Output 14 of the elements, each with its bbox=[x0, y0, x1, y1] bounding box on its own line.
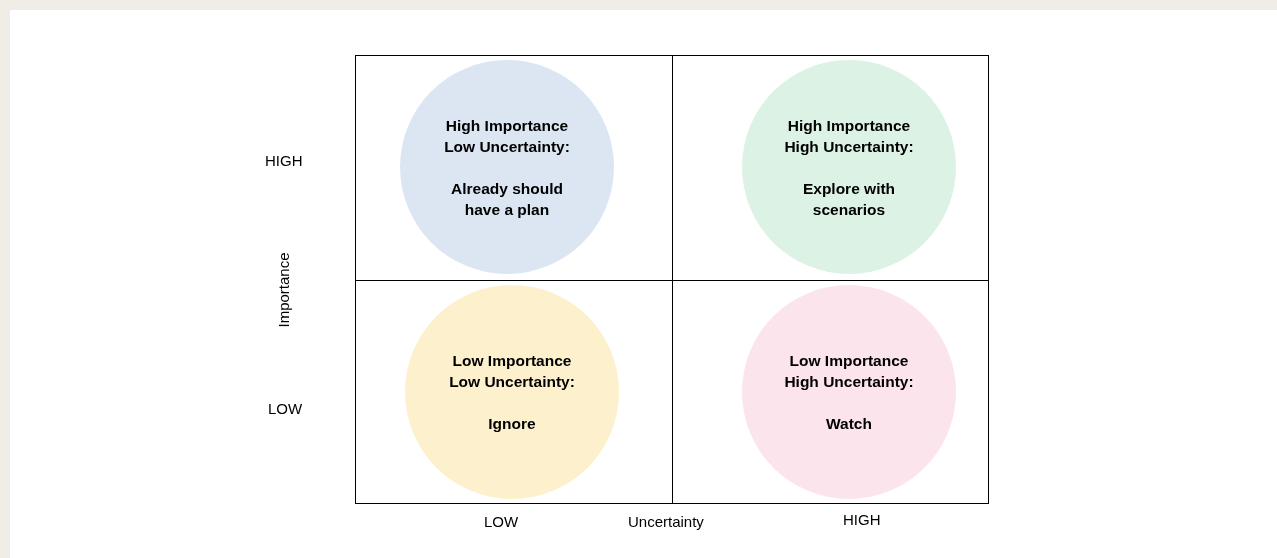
axis-title: Importance bbox=[274, 252, 292, 328]
quadrant-heading: Low Importance High Uncertainty: bbox=[783, 351, 915, 392]
axis-level-label: HIGH bbox=[265, 152, 303, 169]
axis-level-label: HIGH bbox=[843, 511, 881, 528]
quadrant-action: Watch bbox=[825, 414, 873, 434]
quadrant-heading: Low Importance Low Uncertainty: bbox=[448, 351, 576, 392]
quadrant-action: Explore with scenarios bbox=[801, 178, 897, 220]
axis-level-label: LOW bbox=[484, 513, 519, 530]
quadrant-heading: High Importance Low Uncertainty: bbox=[443, 115, 571, 157]
quadrant-action: Ignore bbox=[487, 414, 537, 434]
quadrant-action: Already should have a plan bbox=[450, 178, 564, 220]
axis-title: Uncertainty bbox=[628, 513, 704, 530]
axis-level-label: LOW bbox=[268, 400, 303, 417]
quadrant-heading: High Importance High Uncertainty: bbox=[783, 115, 915, 157]
